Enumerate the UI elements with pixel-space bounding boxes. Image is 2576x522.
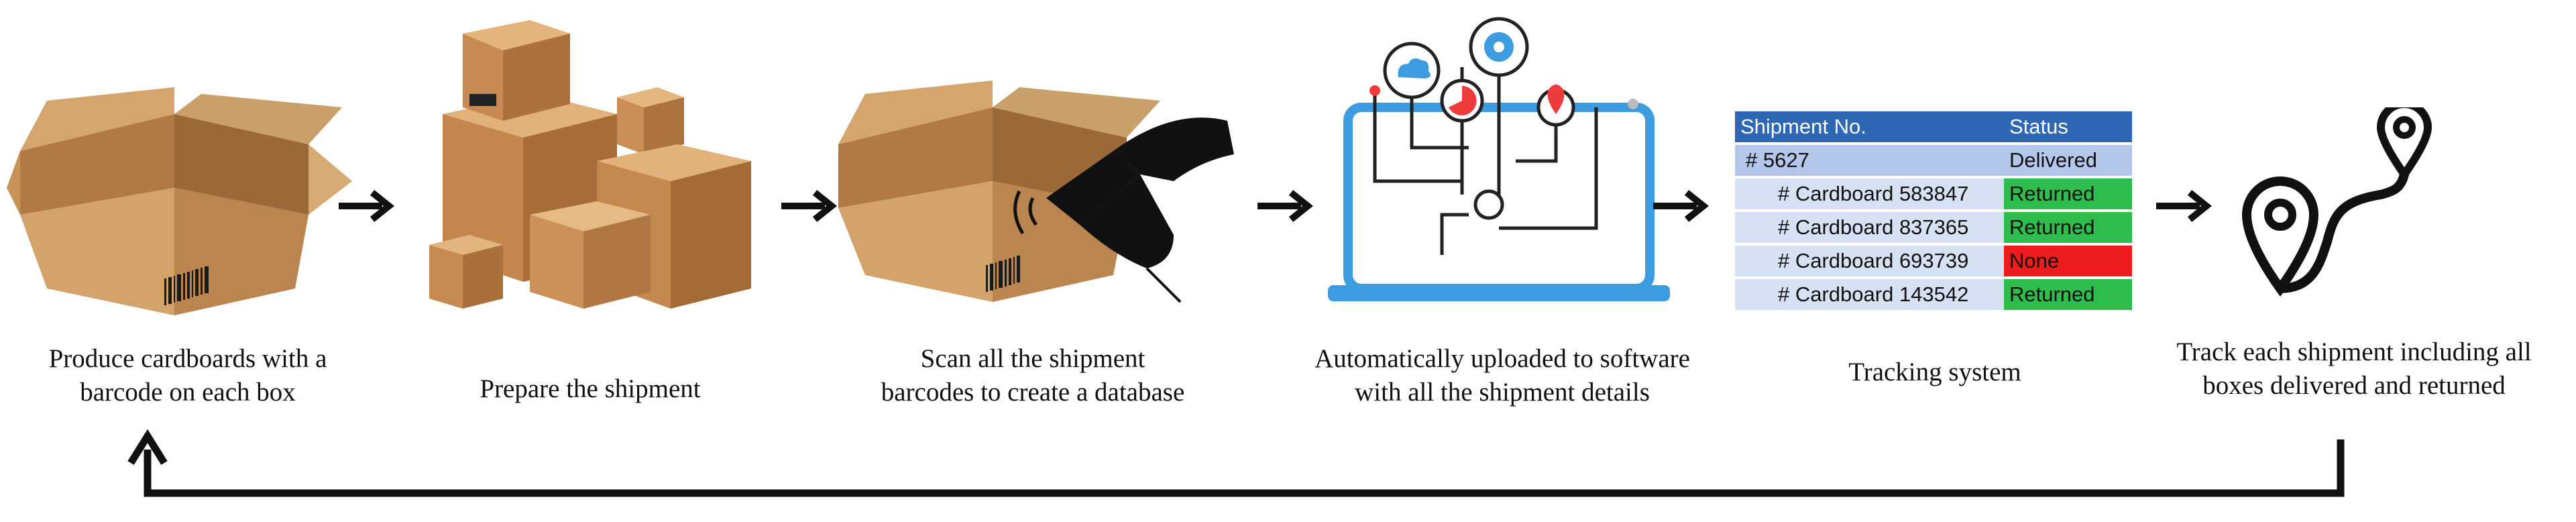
barcode-scanner-icon xyxy=(825,81,1241,309)
step-5-caption: Tracking system xyxy=(1848,358,2021,386)
step-4-caption: Automatically uploaded to software with … xyxy=(1314,344,1690,407)
arrow-right-icon xyxy=(1254,189,1314,226)
shipment-id: # 5627 xyxy=(1735,142,2004,177)
table-header: Shipment No. Status xyxy=(1735,109,2132,144)
shipment-status: Delivered xyxy=(2004,142,2132,177)
step-6-caption: Track each shipment including all boxes … xyxy=(2176,337,2532,400)
box-id: # Cardboard 143542 xyxy=(1735,276,2004,310)
tracking-table: Shipment No. Status # 5627 Delivered # C… xyxy=(1735,109,2132,310)
box-status: Returned xyxy=(2004,209,2132,244)
box-id: # Cardboard 837365 xyxy=(1735,209,2004,244)
box-id: # Cardboard 583847 xyxy=(1735,176,2004,211)
table-row: # Cardboard 693739 None xyxy=(1735,243,2132,278)
step-3-caption: Scan all the shipment barcodes to create… xyxy=(881,344,1185,407)
header-status: Status xyxy=(2004,109,2132,144)
open-box-with-barcode-icon xyxy=(7,87,355,329)
table-row: # Cardboard 583847 Returned xyxy=(1735,176,2132,211)
box-id: # Cardboard 693739 xyxy=(1735,243,2004,278)
arrow-right-icon xyxy=(335,189,396,226)
table-row: # 5627 Delivered xyxy=(1735,142,2132,177)
arrow-right-icon xyxy=(1650,189,1710,226)
table-row: # Cardboard 837365 Returned xyxy=(1735,209,2132,244)
arrow-right-icon xyxy=(2153,189,2213,226)
box-status: Returned xyxy=(2004,276,2132,310)
stacked-boxes-icon xyxy=(416,13,765,315)
step-1-caption: Produce cardboards with a barcode on eac… xyxy=(48,344,327,407)
arrow-right-icon xyxy=(778,189,838,226)
laptop-network-icon xyxy=(1314,13,1690,309)
route-pins-icon xyxy=(2233,107,2448,309)
box-status: Returned xyxy=(2004,176,2132,211)
header-shipment-no: Shipment No. xyxy=(1735,109,2004,144)
box-status: None xyxy=(2004,243,2132,278)
table-row: # Cardboard 143542 Returned xyxy=(1735,276,2132,310)
step-2-caption: Prepare the shipment xyxy=(480,374,701,403)
